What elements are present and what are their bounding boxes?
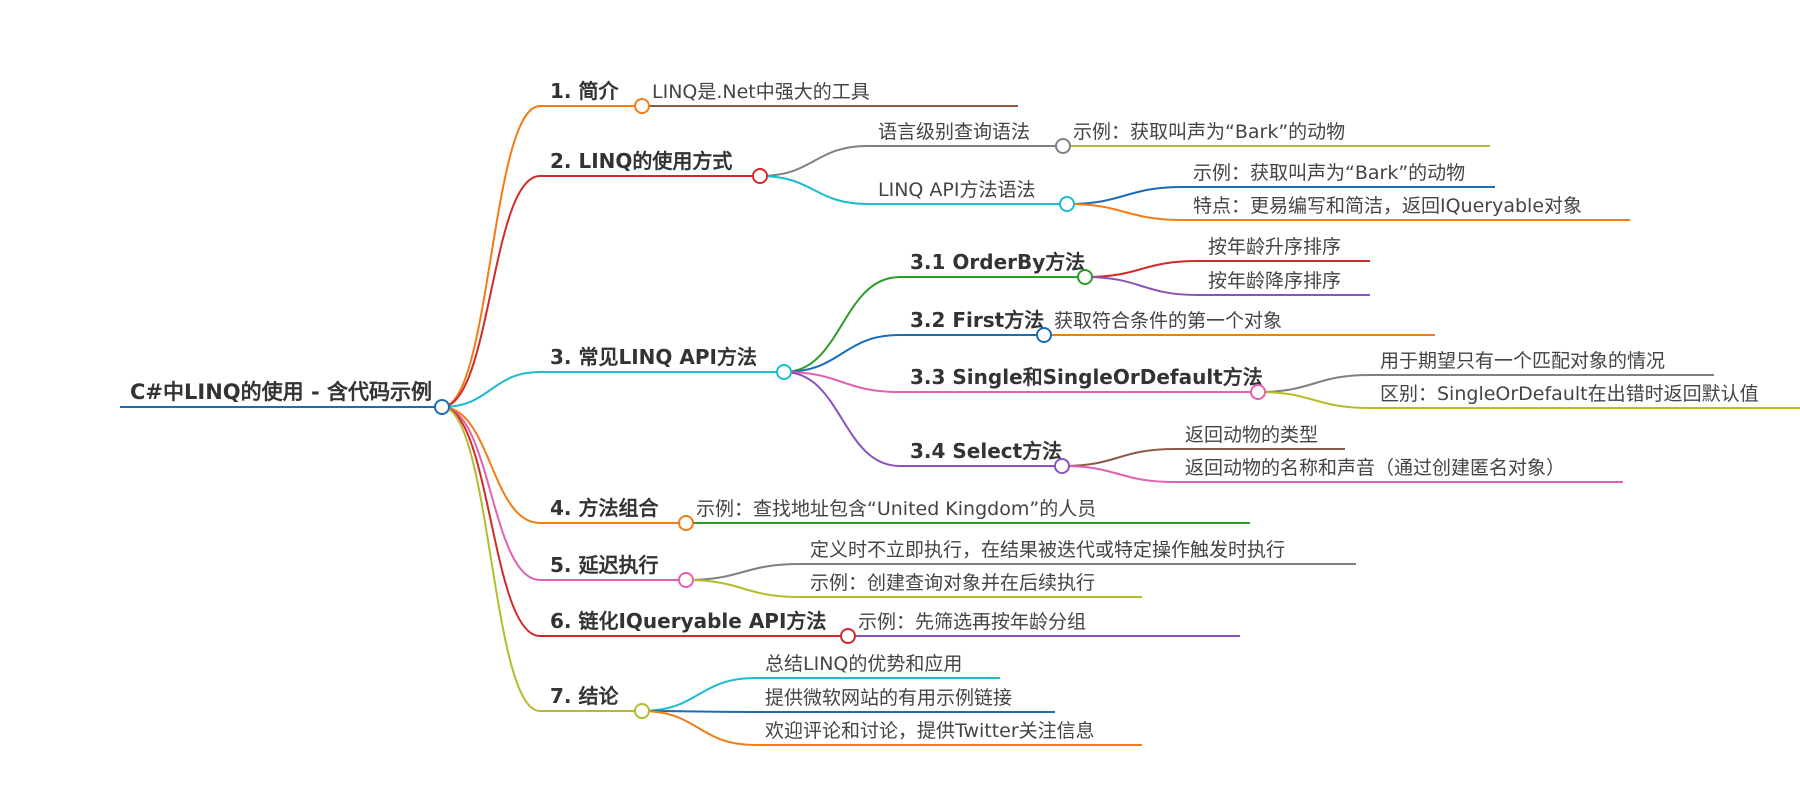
b2-knob — [752, 168, 768, 184]
label-layer: C#中LINQ的使用 - 含代码示例 1. 简介 LINQ是.Net中强大的工具 2.… — [130, 79, 1759, 742]
b2c2-to-b2c2b-edge — [1066, 203, 1184, 221]
b4c1-label: 示例：查找地址包含“United Kingdom”的人员 — [696, 498, 1096, 520]
b3c4-to-b3c4a-edge — [1061, 448, 1176, 467]
root-to-b6-edge — [441, 406, 541, 637]
b1-label: 1. 简介 — [550, 79, 619, 103]
b3c3-label: 3.3 Single和SingleOrDefault方法 — [910, 365, 1263, 389]
b7c2-label: 提供微软网站的有用示例链接 — [765, 687, 1012, 709]
b2c2-knob — [1059, 196, 1075, 212]
b5-to-b5c1-edge — [685, 563, 801, 581]
b6c1-label: 示例：先筛选再按年龄分组 — [858, 611, 1086, 633]
b3c4a-label: 返回动物的类型 — [1185, 424, 1318, 446]
b2-label: 2. LINQ的使用方式 — [550, 149, 732, 173]
root-to-b3-edge — [441, 371, 541, 408]
b7-to-b7c3-edge — [641, 710, 756, 746]
b3-to-b3c4-edge — [783, 371, 901, 467]
root-to-b7-edge — [441, 406, 541, 712]
b3c2a-label: 获取符合条件的第一个对象 — [1054, 310, 1282, 332]
b3c3a-label: 用于期望只有一个匹配对象的情况 — [1380, 350, 1665, 372]
b7-knob — [634, 703, 650, 719]
b2c2-label: LINQ API方法语法 — [878, 179, 1035, 201]
b3c2-label: 3.2 First方法 — [910, 308, 1044, 332]
edge-layer — [441, 105, 1371, 746]
underline-layer — [120, 105, 1800, 746]
b3c4-to-b3c4b-edge — [1061, 465, 1176, 483]
root-label: C#中LINQ的使用 - 含代码示例 — [130, 380, 432, 404]
b4-label: 4. 方法组合 — [550, 496, 659, 520]
b5-to-b5c2-edge — [685, 579, 801, 598]
b2c1a-label: 示例：获取叫声为“Bark”的动物 — [1073, 121, 1345, 143]
b7-to-b7c1-edge — [641, 677, 756, 712]
knob-layer — [434, 98, 1266, 719]
b2c2-to-b2c2a-edge — [1066, 186, 1184, 205]
b2c2a-label: 示例：获取叫声为“Bark”的动物 — [1193, 162, 1465, 184]
b3c4b-label: 返回动物的名称和声音（通过创建匿名对象） — [1185, 457, 1565, 479]
b3-label: 3. 常见LINQ API方法 — [550, 345, 757, 369]
b7-label: 7. 结论 — [550, 684, 619, 708]
b7c1-label: 总结LINQ的优势和应用 — [765, 653, 962, 675]
b1-knob — [634, 98, 650, 114]
root-to-b2-edge — [441, 175, 541, 408]
root-to-b5-edge — [441, 406, 541, 581]
b2c2b-label: 特点：更易编写和简洁，返回IQueryable对象 — [1193, 195, 1582, 217]
b3c1b-label: 按年龄降序排序 — [1208, 270, 1341, 292]
b6-label: 6. 链化IQueryable API方法 — [550, 609, 826, 633]
b3c1-to-b3c1a-edge — [1084, 260, 1199, 278]
b2-to-b2c2-edge — [759, 175, 869, 205]
b3c1a-label: 按年龄升序排序 — [1208, 236, 1341, 258]
b3c4-label: 3.4 Select方法 — [910, 439, 1062, 463]
b3-to-b3c3-edge — [783, 371, 901, 393]
b3c3b-label: 区别：SingleOrDefault在出错时返回默认值 — [1380, 383, 1759, 405]
root-knob — [434, 399, 450, 415]
b3c1-knob — [1077, 269, 1093, 285]
b2c1-label: 语言级别查询语法 — [878, 121, 1030, 143]
b2c1-knob — [1055, 138, 1071, 154]
b3c4-knob — [1054, 458, 1070, 474]
b6-knob — [840, 628, 856, 644]
b3-knob — [776, 364, 792, 380]
b3c1-to-b3c1b-edge — [1084, 276, 1199, 296]
b5c1-label: 定义时不立即执行，在结果被迭代或特定操作触发时执行 — [810, 539, 1285, 561]
b3c2-knob — [1036, 327, 1052, 343]
b5-knob — [678, 572, 694, 588]
b3c3-to-b3c3a-edge — [1257, 374, 1371, 393]
b3c1-label: 3.1 OrderBy方法 — [910, 250, 1085, 274]
b7-to-b7c2-edge — [641, 710, 756, 713]
b7c3-label: 欢迎评论和讨论，提供Twitter关注信息 — [765, 720, 1095, 742]
b5-label: 5. 延迟执行 — [550, 553, 658, 577]
b5c2-label: 示例：创建查询对象并在后续执行 — [810, 572, 1095, 594]
b1c1-label: LINQ是.Net中强大的工具 — [652, 81, 870, 103]
root-to-b1-edge — [441, 105, 541, 408]
b3c3-knob — [1250, 384, 1266, 400]
b3c3-to-b3c3b-edge — [1257, 391, 1371, 409]
b3-to-b3c2-edge — [783, 334, 901, 373]
b3-to-b3c1-edge — [783, 276, 901, 373]
b4-knob — [678, 515, 694, 531]
b2-to-b2c1-edge — [759, 145, 869, 177]
root-to-b4-edge — [441, 406, 541, 524]
